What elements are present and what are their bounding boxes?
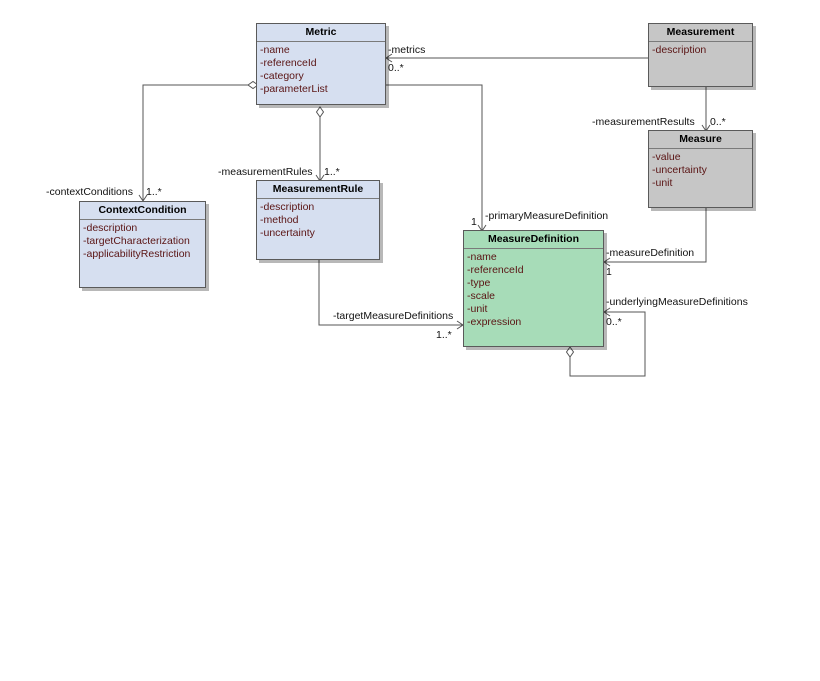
class-measure-definition[interactable]: MeasureDefinition -name -referenceId -ty… — [463, 230, 604, 347]
underlying-measure-definitions-role-label: -underlyingMeasureDefinitions — [606, 296, 748, 308]
attribute: -unit — [652, 177, 673, 189]
measure-definition-role-label: -measureDefinition — [606, 247, 695, 259]
class-name: Measurement — [649, 24, 752, 42]
attribute: -uncertainty — [652, 164, 707, 176]
measurement-rules-aggregation-diamond — [315, 106, 325, 118]
class-name: MeasureDefinition — [464, 231, 603, 249]
attribute: -referenceId — [260, 57, 317, 69]
class-name: ContextCondition — [80, 202, 205, 220]
class-context-condition[interactable]: ContextCondition -description -targetCha… — [79, 201, 206, 288]
attribute: -name — [260, 44, 290, 56]
target-measure-definitions-line — [318, 260, 463, 326]
class-name: MeasurementRule — [257, 181, 379, 199]
attribute: -unit — [467, 303, 488, 315]
underlying-measure-definitions-multiplicity-label: 0..* — [606, 316, 622, 328]
context-conditions-line — [142, 84, 258, 201]
attribute: -category — [260, 70, 304, 82]
metrics-multiplicity-label: 0..* — [388, 62, 404, 74]
metrics-role-label: -metrics — [388, 44, 426, 56]
attribute: -expression — [467, 316, 522, 328]
attribute-list: -value -uncertainty -unit — [649, 149, 752, 192]
attribute: -parameterList — [260, 83, 328, 95]
attribute: -type — [467, 277, 491, 289]
measure-definition-line — [604, 208, 707, 263]
class-metric[interactable]: Metric -name -referenceId -category -par… — [256, 23, 386, 105]
underlying-measure-definitions-arrowhead — [603, 307, 611, 317]
attribute: -scale — [467, 290, 496, 302]
target-measure-definitions-role-label: -targetMeasureDefinitions — [333, 310, 454, 322]
primary-measure-definition-role-label: -primaryMeasureDefinition — [485, 210, 609, 222]
attribute: -value — [652, 151, 681, 163]
class-name: Measure — [649, 131, 752, 149]
primary-measure-definition-line — [385, 84, 483, 231]
class-name: Metric — [257, 24, 385, 42]
attribute-list: -description -method -uncertainty — [257, 199, 379, 242]
class-measure[interactable]: Measure -value -uncertainty -unit — [648, 130, 753, 208]
context-conditions-multiplicity-label: 1..* — [146, 186, 162, 198]
attribute-list: -name -referenceId -category -parameterL… — [257, 42, 385, 98]
primary-measure-definition-multiplicity-label: 1 — [471, 216, 477, 228]
attribute: -description — [83, 222, 138, 234]
class-measurement[interactable]: Measurement -description — [648, 23, 753, 87]
measurement-rules-role-label: -measurementRules — [218, 166, 313, 178]
class-measurement-rule[interactable]: MeasurementRule -description -method -un… — [256, 180, 380, 260]
attribute: -applicabilityRestriction — [83, 248, 191, 260]
measurement-results-role-label: -measurementResults — [592, 116, 695, 128]
underlying-aggregation-diamond — [565, 346, 575, 358]
measure-definition-multiplicity-label: 1 — [606, 266, 612, 278]
attribute-list: -name -referenceId -type -scale -unit -e… — [464, 249, 603, 331]
attribute-list: -description — [649, 42, 752, 59]
attribute: -targetCharacterization — [83, 235, 190, 247]
measurement-rules-multiplicity-label: 1..* — [324, 166, 340, 178]
attribute: -description — [260, 201, 315, 213]
attribute: -description — [652, 44, 707, 56]
attribute: -referenceId — [467, 264, 524, 276]
attribute: -method — [260, 214, 299, 226]
attribute: -name — [467, 251, 497, 263]
measurement-results-multiplicity-label: 0..* — [710, 116, 726, 128]
underlying-measure-definitions-line — [569, 311, 646, 377]
measure-definition-arrowhead — [603, 257, 611, 267]
context-conditions-role-label: -contextConditions — [46, 186, 133, 198]
target-measure-definitions-multiplicity-label: 1..* — [436, 329, 452, 341]
attribute: -uncertainty — [260, 227, 315, 239]
attribute-list: -description -targetCharacterization -ap… — [80, 220, 205, 263]
metrics-arrowhead — [385, 53, 393, 63]
